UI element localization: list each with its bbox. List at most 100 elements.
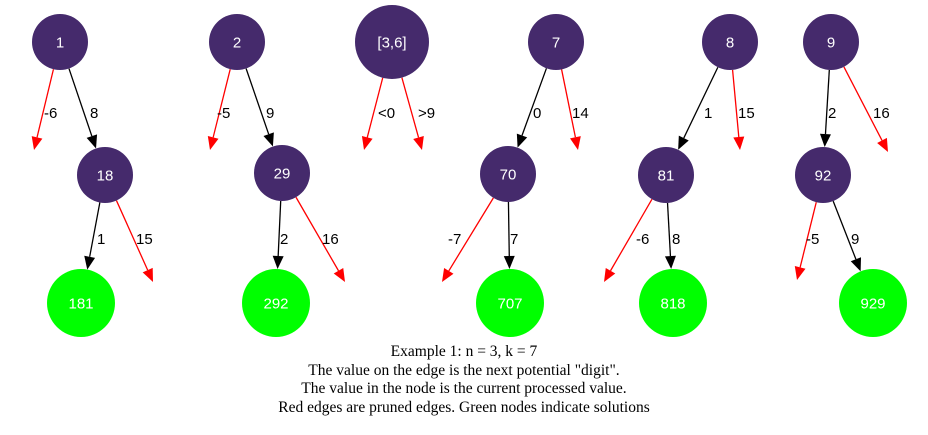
arrowhead-icon — [877, 137, 888, 152]
pruned-edge: 16 — [295, 196, 345, 282]
node-label: 1 — [56, 35, 64, 52]
tree-node: 7 — [528, 14, 584, 70]
node-circle — [639, 269, 707, 337]
edge-label: 7 — [510, 231, 518, 248]
pruned-edge: -6 — [604, 198, 653, 282]
node-circle — [47, 269, 115, 337]
node-label: 2 — [233, 35, 241, 52]
edge-label: 1 — [97, 231, 105, 248]
arrowhead-icon — [413, 136, 424, 150]
node-circle — [254, 145, 310, 201]
edge-line — [843, 66, 883, 141]
edge-label: 8 — [90, 105, 98, 122]
node-circle — [702, 14, 758, 70]
tree-node: 2 — [209, 14, 265, 70]
node-label: 818 — [660, 296, 685, 313]
edge: 8 — [68, 68, 98, 149]
node-label: 707 — [497, 296, 522, 313]
edge-label: -5 — [217, 105, 230, 122]
node-label: [3,6] — [377, 35, 406, 52]
edge-line — [401, 77, 420, 138]
edge-line — [366, 77, 384, 138]
arrowhead-icon — [604, 267, 616, 282]
tree-node: 92 — [795, 147, 851, 203]
arrowhead-icon — [570, 136, 581, 150]
arrowhead-icon — [142, 267, 153, 282]
edge-line — [799, 202, 817, 268]
node-label: 92 — [815, 168, 832, 185]
edge-label: 2 — [280, 231, 288, 248]
edge-line — [683, 66, 719, 139]
node-circle — [32, 14, 88, 70]
edge-label: -7 — [448, 231, 461, 248]
node-label: 70 — [500, 167, 517, 184]
edge-line — [560, 69, 577, 138]
tree-node: 81 — [638, 147, 694, 203]
pruned-edge: 16 — [843, 66, 890, 152]
node-circle — [528, 14, 584, 70]
edge: 7 — [503, 201, 518, 270]
arrowhead-icon — [333, 267, 345, 282]
edge: 1 — [678, 66, 719, 150]
arrowhead-icon — [850, 257, 862, 272]
arrowhead-icon — [31, 136, 43, 150]
edge-line — [212, 69, 231, 138]
pruned-edge: -7 — [442, 197, 494, 282]
node-circle — [638, 147, 694, 203]
edge-label: 9 — [851, 231, 859, 248]
node-label: 29 — [274, 166, 291, 183]
node-circle — [476, 269, 544, 337]
node-circle — [355, 5, 429, 79]
edge-label: >9 — [418, 105, 435, 122]
edge-line — [521, 68, 548, 136]
edge-line — [68, 68, 93, 137]
edge-line — [36, 69, 55, 138]
arrowhead-icon — [361, 136, 373, 150]
edge: 9 — [832, 200, 862, 272]
node-circle — [480, 146, 536, 202]
edge-line — [824, 69, 830, 135]
edge-line — [245, 68, 270, 135]
arrowhead-icon — [664, 255, 676, 270]
arrowhead-icon — [794, 266, 806, 280]
edge-label: 15 — [738, 105, 755, 122]
edge-label: 14 — [572, 105, 589, 122]
pruned-edge: 15 — [731, 69, 755, 150]
edge-label: <0 — [378, 105, 395, 122]
edge-label: 15 — [136, 231, 153, 248]
edge-label: -6 — [44, 105, 57, 122]
arrowhead-icon — [503, 255, 515, 270]
arrowhead-icon — [442, 268, 454, 282]
tree-node: 18 — [77, 147, 133, 203]
solution-node: 929 — [839, 269, 907, 337]
pruned-edge: -5 — [207, 69, 231, 150]
arrowhead-icon — [86, 134, 98, 149]
edge: 8 — [664, 202, 680, 270]
node-circle — [209, 14, 265, 70]
node-label: 81 — [658, 168, 675, 185]
edge-line — [295, 196, 340, 272]
tree-node: 29 — [254, 145, 310, 201]
node-label: 292 — [263, 296, 288, 313]
edge-line — [832, 200, 857, 260]
pruned-edge: >9 — [401, 77, 435, 150]
edge-line — [666, 202, 672, 257]
edge-label: 2 — [828, 105, 836, 122]
node-circle — [839, 269, 907, 337]
arrowhead-icon — [207, 136, 219, 150]
pruned-edge: <0 — [361, 77, 395, 150]
diagram-caption: Example 1: n = 3, k = 7 The value on the… — [0, 343, 928, 417]
tree-node: 70 — [480, 146, 536, 202]
edge: 1 — [84, 202, 105, 270]
edge-label: -5 — [806, 231, 819, 248]
node-circle — [803, 14, 859, 70]
node-label: 18 — [97, 168, 114, 185]
tree-node: [3,6] — [355, 5, 429, 79]
node-circle — [77, 147, 133, 203]
edge: 2 — [819, 69, 836, 148]
caption-edge-note: The value on the edge is the next potent… — [308, 361, 620, 379]
arrowhead-icon — [733, 136, 745, 150]
node-label: 9 — [827, 35, 835, 52]
arrowhead-icon — [516, 133, 528, 148]
